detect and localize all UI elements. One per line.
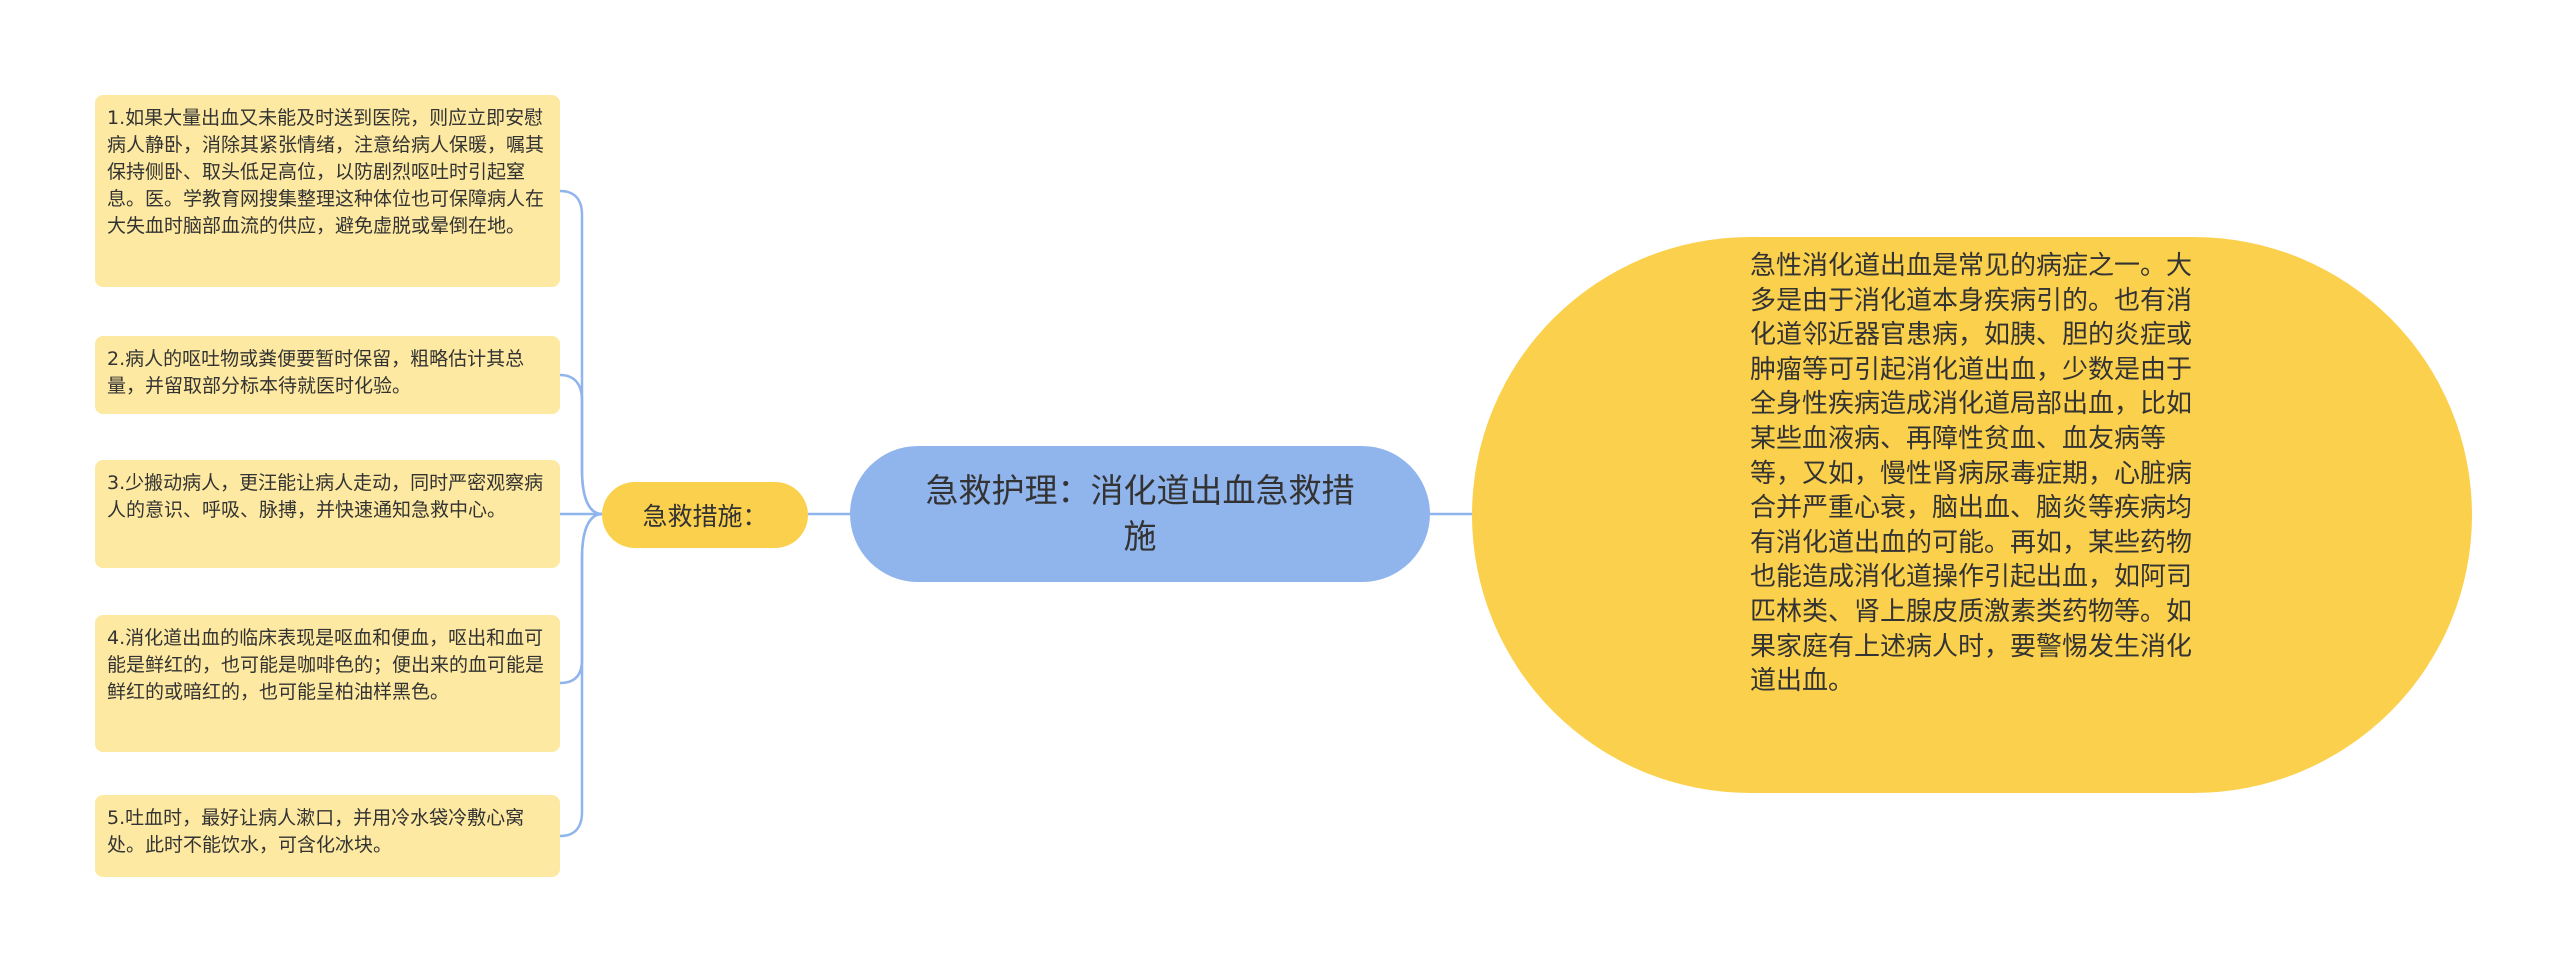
central-topic-label: 急救护理：消化道出血急救措施: [925, 471, 1355, 556]
leaf-node-1-text: 1.如果大量出血又未能及时送到医院，则应立即安慰病人静卧，消除其紧张情绪，注意给…: [107, 107, 545, 237]
central-topic-node[interactable]: 急救护理：消化道出血急救措施: [850, 446, 1430, 582]
connector-branch-leaf-5: [559, 512, 603, 838]
leaf-node-3-text: 3.少搬动病人，更汪能让病人走动，同时严密观察病人的意识、呼吸、脉搏，并快速通知…: [107, 472, 544, 521]
leaf-node-5[interactable]: 5.吐血时，最好让病人漱口，并用冷水袋冷敷心窝处。此时不能饮水，可含化冰块。: [95, 795, 560, 877]
leaf-node-4[interactable]: 4.消化道出血的临床表现是呕血和便血，呕出和血可能是鲜红的，也可能是咖啡色的；便…: [95, 615, 560, 752]
branch-node-first-aid[interactable]: 急救措施：: [602, 482, 808, 548]
leaf-node-5-text: 5.吐血时，最好让病人漱口，并用冷水袋冷敷心窝处。此时不能饮水，可含化冰块。: [107, 807, 525, 856]
leaf-node-1[interactable]: 1.如果大量出血又未能及时送到医院，则应立即安慰病人静卧，消除其紧张情绪，注意给…: [95, 95, 560, 287]
leaf-node-2[interactable]: 2.病人的呕吐物或粪便要暂时保留，粗略估计其总量，并留取部分标本待就医时化验。: [95, 336, 560, 414]
leaf-node-2-text: 2.病人的呕吐物或粪便要暂时保留，粗略估计其总量，并留取部分标本待就医时化验。: [107, 348, 525, 397]
detail-node[interactable]: 急性消化道出血是常见的病症之一。大多是由于消化道本身疾病引的。也有消化道邻近器官…: [1472, 237, 2472, 793]
leaf-node-4-text: 4.消化道出血的临床表现是呕血和便血，呕出和血可能是鲜红的，也可能是咖啡色的；便…: [107, 627, 545, 703]
branch-node-label: 急救措施：: [642, 502, 768, 531]
connector-branch-leaf-2: [559, 373, 603, 516]
leaf-node-3[interactable]: 3.少搬动病人，更汪能让病人走动，同时严密观察病人的意识、呼吸、脉搏，并快速通知…: [95, 460, 560, 568]
detail-node-text: 急性消化道出血是常见的病症之一。大多是由于消化道本身疾病引的。也有消化道邻近器官…: [1750, 251, 2193, 697]
